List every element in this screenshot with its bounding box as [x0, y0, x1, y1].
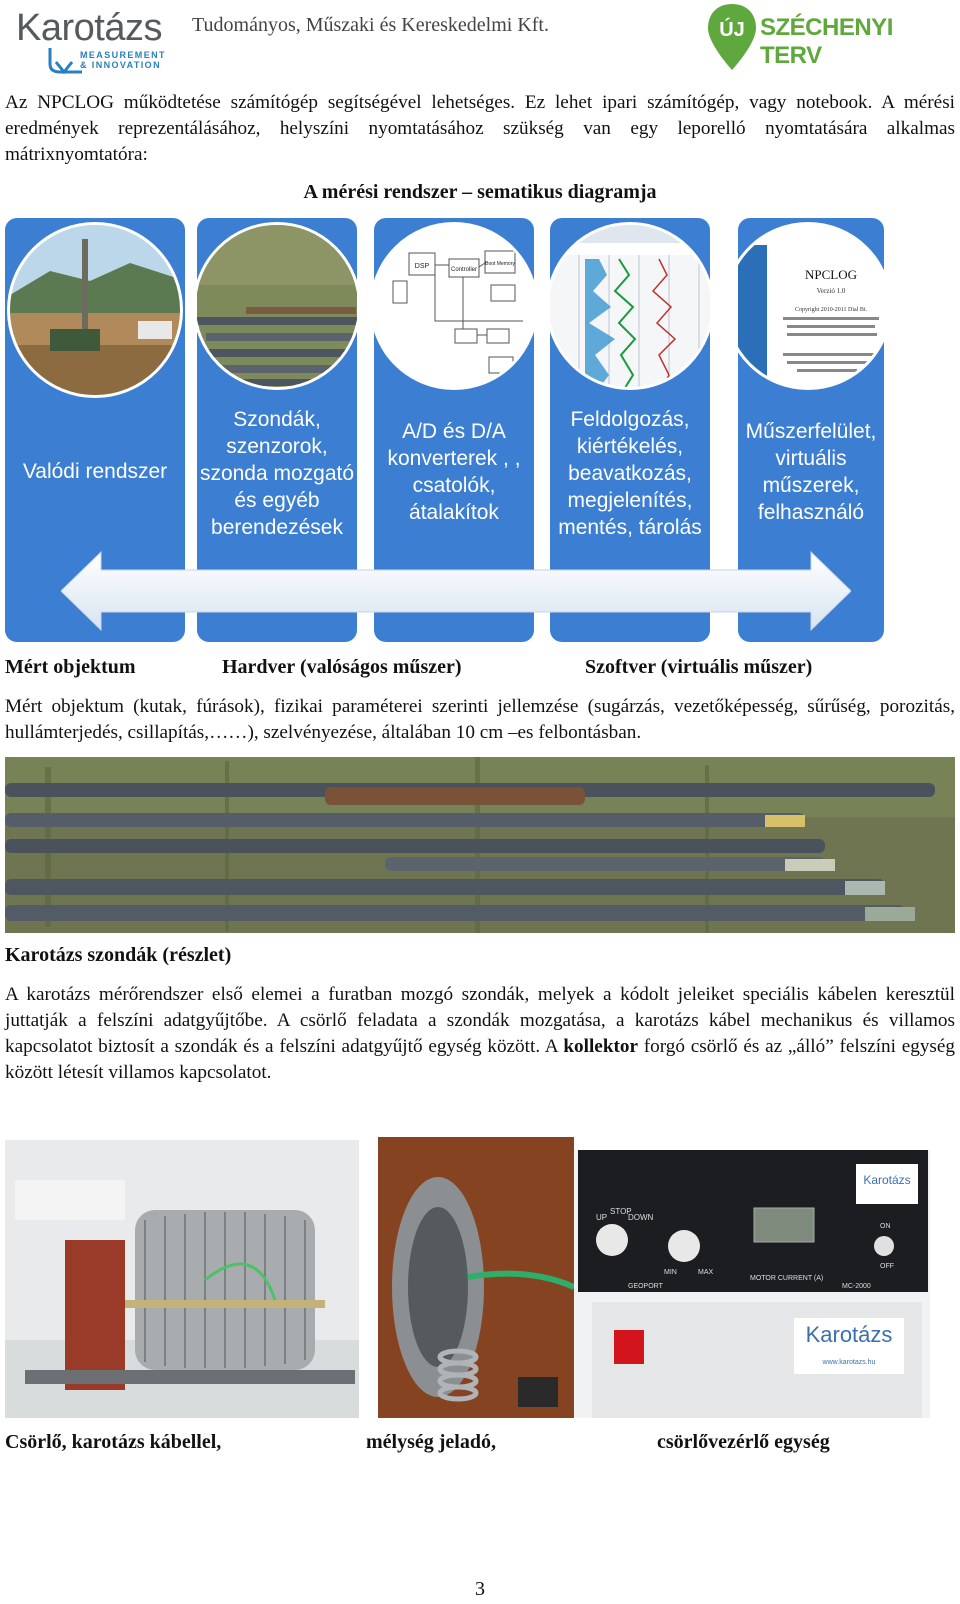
label-line: felhasználó — [757, 501, 865, 524]
npclog-copyright: Copyright 2010-2011 Dial Bt. — [795, 307, 868, 313]
label-line: Valódi rendszer — [22, 460, 168, 483]
label-line: megjelenítés, — [567, 489, 693, 512]
logging-probes-photo — [5, 757, 955, 933]
geoport-label: GEOPORT — [628, 1283, 664, 1290]
boot-memory-label: Boot Memory — [485, 261, 515, 267]
caption-hardware: Hardver (valóságos műszer) — [222, 656, 462, 678]
szt-text: SZÉCHENYI TERV — [760, 14, 893, 69]
probes-caption-text: Karotázs szondák (részlet) — [5, 944, 232, 966]
npclog-version: Verzió 1.0 — [817, 287, 846, 295]
map-pin-icon: ÚJ — [708, 4, 756, 70]
label-line: kiértékelés, — [576, 435, 684, 458]
label-line: és egyéb — [234, 489, 320, 512]
intro-paragraph: Az NPCLOG működtetése számítógép segítsé… — [5, 92, 955, 165]
label-line: csatolók, — [412, 474, 496, 497]
npclog-title: NPCLOG — [805, 267, 857, 282]
label-line: mentés, tárolás — [558, 516, 702, 539]
controller-label: Controller — [451, 267, 477, 273]
label-line: A/D és D/A — [402, 420, 506, 443]
block-schematic-image: DSP Controller Boot Memory — [374, 222, 534, 390]
log-chart-screenshot — [550, 222, 710, 390]
stop-label: STOP — [610, 1207, 632, 1216]
drilling-site-photo — [7, 222, 183, 398]
company-name: Tudományos, Műszaki és Kereskedelmi Kft. — [192, 14, 549, 36]
szt-prefix: ÚJ — [719, 17, 745, 41]
logo-hook-icon — [48, 48, 82, 75]
column-label: A/D és D/A konverterek , , csatolók, áta… — [374, 418, 534, 526]
szechenyi-terv-logo: ÚJ SZÉCHENYI TERV — [704, 2, 940, 74]
probes-photo — [197, 222, 357, 390]
label-line: szonda mozgató — [199, 462, 355, 485]
depth-encoder-photo — [378, 1137, 574, 1418]
npclog-about-screenshot: NPCLOG Verzió 1.0 Copyright 2010-2011 Di… — [738, 222, 884, 390]
caption-software: Szoftver (virtuális műszer) — [585, 656, 813, 678]
on-label: ON — [880, 1223, 891, 1230]
brand-url: www.karotazs.hu — [822, 1359, 876, 1366]
label-line: virtuális — [775, 447, 847, 470]
label-line: műszerek, — [762, 474, 860, 497]
column-label: Valódi rendszer — [5, 458, 185, 485]
motor-current-label: MOTOR CURRENT (A) — [750, 1275, 823, 1282]
diagram-column-real-system: Valódi rendszer — [5, 218, 185, 642]
label-line: Műszerfelület, — [745, 420, 877, 443]
equipment-captions: Csörlő, karotázs kábellel, mélység jelad… — [5, 1431, 955, 1459]
label-line: berendezések — [211, 516, 343, 539]
logo-subtitle-line-1: MEASUREMENT — [80, 50, 166, 60]
description-text-end: forgó csörlő és az „álló” felszíni egysé… — [5, 1036, 955, 1083]
controller-brand-small: Karotázs — [863, 1173, 910, 1187]
diagram-title: A mérési rendszer – sematikus diagramja — [303, 181, 657, 203]
collector-term: kollektor — [563, 1036, 638, 1057]
dsp-label: DSP — [415, 263, 430, 270]
up-label: UP — [596, 1213, 607, 1222]
label-line: beavatkozás, — [568, 462, 692, 485]
column-label: Műszerfelület, virtuális műszerek, felha… — [738, 418, 884, 526]
logo-subtitle-line-2: & INNOVATION — [80, 60, 161, 70]
double-headed-arrow — [61, 550, 851, 632]
caption-measured-object: Mért objektum — [5, 656, 136, 678]
caption-winch: Csörlő, karotázs kábellel, — [5, 1431, 222, 1453]
winch-controller-photo: Karotázs UP STOP DOWN MIN MAX ON OFF GEO… — [574, 1150, 930, 1418]
karotazs-logo: Karotázs MEASUREMENT & INNOVATION — [16, 6, 184, 75]
down-label: DOWN — [628, 1213, 654, 1222]
page-number: 3 — [475, 1578, 485, 1600]
caption-depth-encoder: mélység jeladó, — [366, 1431, 496, 1453]
probes-caption: Karotázs szondák (részlet) — [5, 944, 955, 972]
label-line: Feldolgozás, — [570, 408, 690, 431]
logo-wordmark: Karotázs — [16, 7, 162, 49]
max-label: MAX — [698, 1269, 714, 1276]
logo-subtitle: MEASUREMENT & INNOVATION — [80, 50, 166, 70]
label-line: Szondák, — [233, 408, 321, 431]
page-header: Karotázs MEASUREMENT & INNOVATION Tudomá… — [0, 0, 960, 80]
column-label: Feldolgozás, kiértékelés, beavatkozás, m… — [550, 406, 710, 541]
diagram-captions: Mért objektum Hardver (valóságos műszer)… — [5, 656, 955, 684]
measured-object-paragraph: Mért objektum (kutak, fúrások), fizikai … — [5, 696, 955, 743]
label-line: átalakítok — [409, 501, 499, 524]
winch-photo — [5, 1140, 359, 1418]
off-label: OFF — [880, 1263, 894, 1270]
schematic-diagram: Valódi rendszer Szondák, szenzorok, szon… — [5, 218, 905, 648]
system-description-paragraph: A karotázs mérőrendszer első elemei a fu… — [5, 982, 955, 1086]
label-line: konverterek , , — [387, 447, 521, 470]
column-label: Szondák, szenzorok, szonda mozgató és eg… — [197, 406, 357, 541]
caption-winch-controller: csörlővezérlő egység — [657, 1431, 830, 1453]
min-label: MIN — [664, 1269, 677, 1276]
label-line: szenzorok, — [226, 435, 328, 458]
controller-brand-large: Karotázs — [806, 1322, 893, 1347]
description-text-start: A karotázs mérőrendszer első elemei a fu… — [5, 984, 955, 1057]
model-label: MC-2000 — [842, 1283, 871, 1290]
